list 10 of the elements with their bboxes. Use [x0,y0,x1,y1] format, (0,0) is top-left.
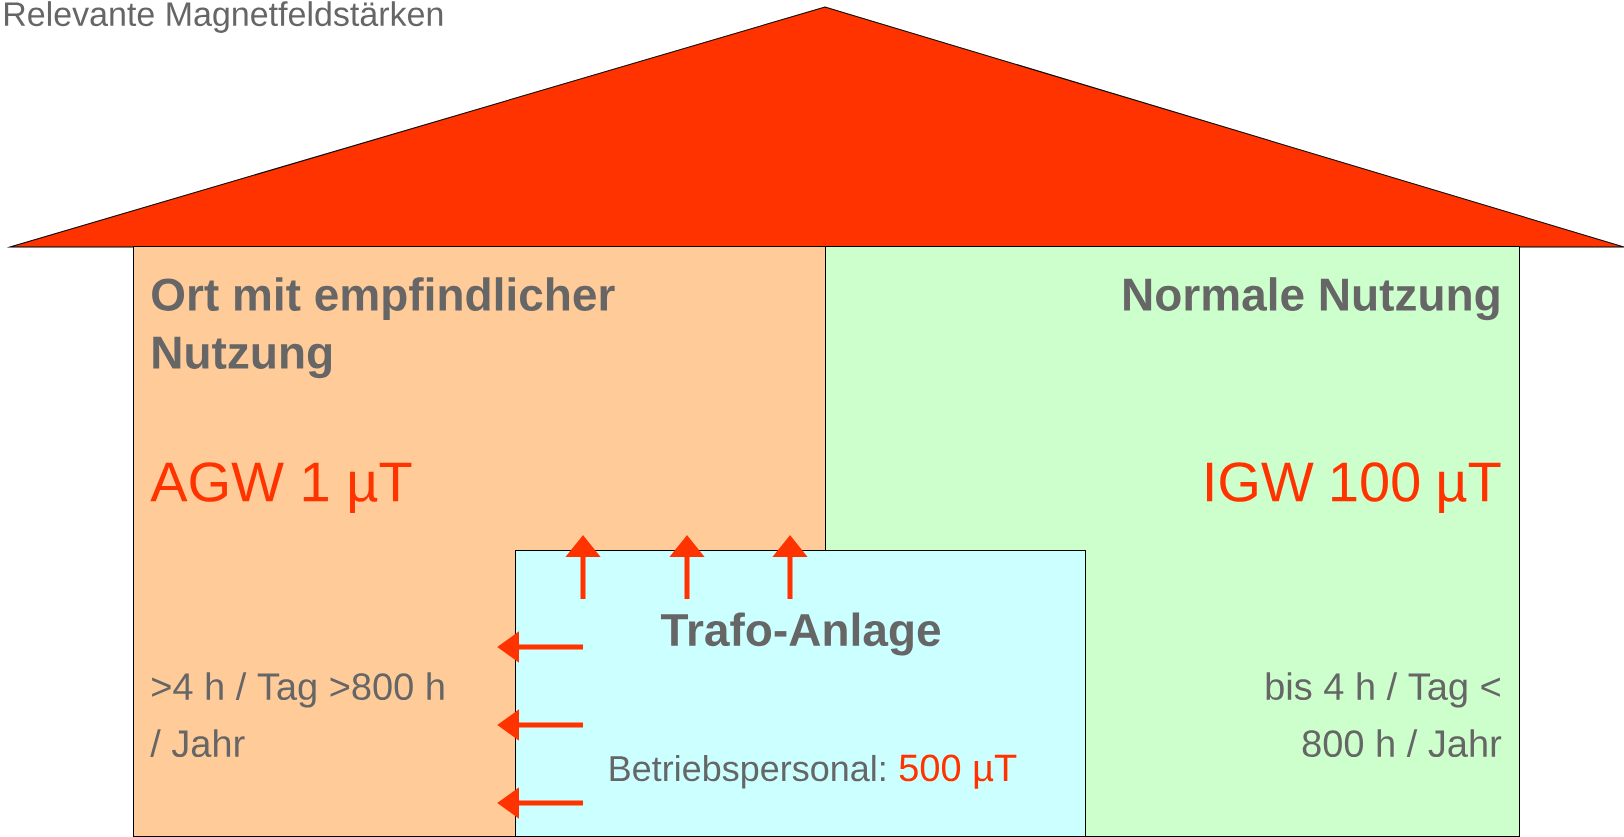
title: Relevante Magnetfeldstärken [5,1,443,33]
heading: Normale Nutzung [1124,277,1499,321]
duration-text: >4 h / Tag >800 h / Jahr [150,672,444,758]
limit-value: AGW 1 µT [150,462,412,513]
heading: Trafo-Anlage [660,612,940,656]
heading: Ort mit empfindlicher Nutzung [152,277,615,379]
limit-value: IGW 100 µT [1207,462,1501,513]
duration-text: bis 4 h / Tag < 800 h / Jahr [1266,672,1502,758]
limit-value: 500 µT [899,754,1017,789]
staff-label: Betriebspersonal: [610,754,885,789]
